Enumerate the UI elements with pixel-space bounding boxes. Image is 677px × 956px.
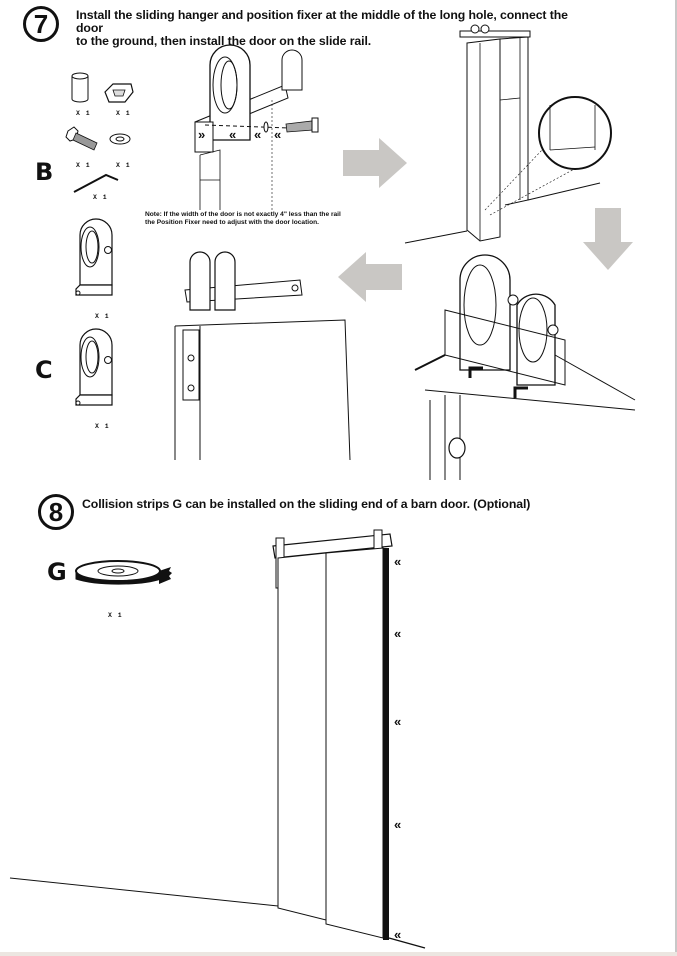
step-8-badge: 8 (38, 494, 74, 530)
note-line-2: the Position Fixer need to adjust with t… (145, 219, 320, 226)
part-qty: X 1 (116, 162, 131, 169)
step-7-instruction-line-2: to the ground, then install the door on … (76, 34, 372, 48)
part-qty: X 1 (93, 194, 108, 201)
collision-strip-marker: « (394, 927, 402, 942)
position-fixer-note: Note: If the width of the door is not ex… (145, 211, 375, 227)
collision-strip-tape-icon (75, 560, 172, 585)
step-8-instruction: Collision strips G can be installed on t… (82, 497, 531, 511)
bolt-icon (65, 126, 98, 151)
collision-strip-marker: « (394, 817, 402, 832)
direction-marker: « (254, 127, 262, 142)
page-right-border (675, 0, 677, 956)
step-7-badge: 7 (23, 6, 59, 42)
collision-strip-marker: « (394, 714, 402, 729)
part-qty: X 1 (95, 423, 110, 430)
step-7-instruction: Install the sliding hanger and position … (76, 9, 596, 48)
door-hanging-illustration (404, 24, 612, 244)
door-on-rail-illustration (174, 251, 351, 461)
step-7-instruction-line-1: Install the sliding hanger and position … (76, 8, 568, 35)
part-label-c: C (35, 356, 53, 384)
hanger-wheel-icon (75, 328, 113, 406)
part-qty: X 1 (76, 162, 91, 169)
barn-door-illustration (9, 529, 426, 949)
direction-marker: » (198, 127, 206, 142)
note-line-1: Note: If the width of the door is not ex… (145, 211, 341, 218)
part-label-g: G (47, 558, 67, 586)
part-qty: X 1 (108, 612, 123, 619)
arrow-right-icon (343, 138, 407, 188)
page-bottom-strip (0, 952, 677, 956)
step-8-number: 8 (48, 497, 64, 527)
arrow-left-icon (338, 252, 402, 302)
spacer-sleeve-icon (71, 72, 89, 103)
part-qty: X 1 (95, 313, 110, 320)
direction-marker: « (229, 127, 237, 142)
part-label-b: B (35, 158, 54, 186)
hanger-closeup-illustration (414, 254, 636, 480)
collision-strip-marker: « (394, 554, 402, 569)
hanger-wheel-icon (75, 218, 113, 296)
direction-marker: « (274, 127, 282, 142)
position-fixer-block-icon (104, 83, 134, 103)
step-7-number: 7 (33, 9, 49, 39)
hanger-exploded-illustration (194, 44, 319, 210)
arrow-down-icon (583, 208, 633, 270)
allen-key-icon (73, 173, 119, 193)
part-qty: X 1 (76, 110, 91, 117)
washer-icon (109, 133, 131, 145)
collision-strip-marker: « (394, 626, 402, 641)
part-qty: X 1 (116, 110, 131, 117)
